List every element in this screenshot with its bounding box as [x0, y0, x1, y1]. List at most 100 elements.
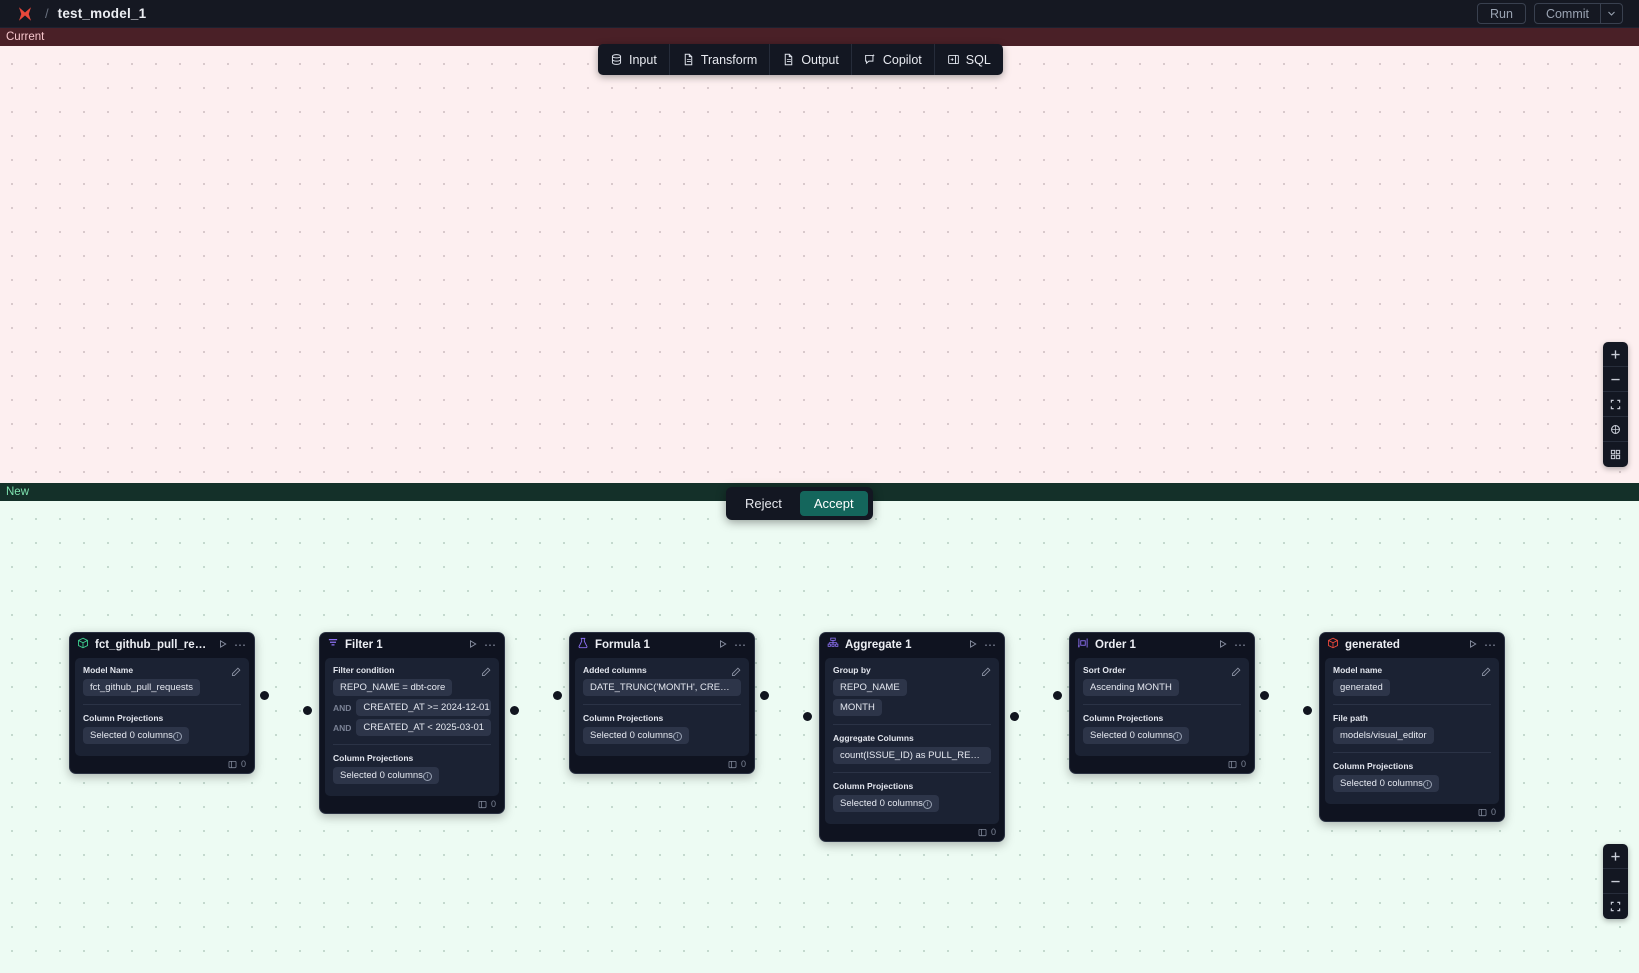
- node-body: Added columns DATE_TRUNC('MONTH', CREATE…: [575, 658, 749, 756]
- commit-button[interactable]: Commit: [1545, 6, 1589, 21]
- play-icon[interactable]: [218, 639, 228, 651]
- ellipsis-icon[interactable]: ⋯: [1234, 637, 1247, 652]
- node-section-file-path: File path models/visual_editor: [1333, 704, 1491, 744]
- zoom-out-icon[interactable]: [1603, 869, 1628, 894]
- graph-node-source[interactable]: fct_github_pull_requests ⋯ Model Name fc…: [69, 632, 255, 774]
- value-chip[interactable]: count(ISSUE_ID) as PULL_REQUEST_…: [833, 747, 991, 764]
- edit-pencil-icon[interactable]: [481, 664, 491, 682]
- edit-pencil-icon[interactable]: [1481, 664, 1491, 682]
- value-chip[interactable]: MONTH: [833, 699, 882, 716]
- database-icon: [610, 53, 623, 66]
- ellipsis-icon[interactable]: ⋯: [484, 637, 497, 652]
- ellipsis-icon[interactable]: ⋯: [984, 637, 997, 652]
- value-chip[interactable]: REPO_NAME: [833, 679, 907, 696]
- filter-condition-chip[interactable]: CREATED_AT >= 2024-12-01: [356, 699, 491, 716]
- center-target-icon[interactable]: [1603, 417, 1628, 442]
- play-icon[interactable]: [718, 639, 728, 651]
- filter-condition-chip[interactable]: REPO_NAME = dbt-core: [333, 679, 453, 696]
- graph-node-filter[interactable]: Filter 1 ⋯ Filter condition REPO_NAME = …: [319, 632, 505, 814]
- node-row-count: 0: [570, 759, 754, 773]
- toolbar-item-input[interactable]: Input: [598, 44, 670, 75]
- chevron-down-icon[interactable]: [1600, 4, 1622, 23]
- canvas-current[interactable]: [0, 28, 1639, 483]
- node-port[interactable]: [803, 712, 812, 721]
- node-port[interactable]: [553, 691, 562, 700]
- node-port[interactable]: [1010, 712, 1019, 721]
- node-body: Model name generated File path models/vi…: [1325, 658, 1499, 804]
- node-row-count: 0: [1070, 759, 1254, 773]
- info-icon[interactable]: i: [672, 732, 682, 741]
- filter-condition-chip[interactable]: CREATED_AT < 2025-03-01: [356, 719, 491, 736]
- node-port[interactable]: [1053, 691, 1062, 700]
- page-title: test_model_1: [57, 6, 147, 21]
- play-icon[interactable]: [1468, 639, 1478, 651]
- table-icon: [978, 828, 987, 836]
- node-port[interactable]: [303, 706, 312, 715]
- zoom-in-icon[interactable]: [1603, 844, 1628, 869]
- fit-view-icon[interactable]: [1603, 894, 1628, 919]
- zoom-out-icon[interactable]: [1603, 367, 1628, 392]
- ellipsis-icon[interactable]: ⋯: [1484, 637, 1497, 652]
- table-icon: [478, 800, 487, 808]
- row-count-value: 0: [1240, 759, 1246, 769]
- graph-node-generated[interactable]: generated ⋯ Model name generated File pa…: [1319, 632, 1505, 822]
- graph-node-aggregate[interactable]: Aggregate 1 ⋯ Group by REPO_NAME MONTH A…: [819, 632, 1005, 842]
- node-body: Group by REPO_NAME MONTH Aggregate Colum…: [825, 658, 999, 824]
- toolbar-item-copilot[interactable]: Copilot: [852, 44, 935, 75]
- node-port[interactable]: [1260, 691, 1269, 700]
- value-chip[interactable]: DATE_TRUNC('MONTH', CREATED_AT…: [583, 679, 741, 696]
- value-chip[interactable]: fct_github_pull_requests: [83, 679, 200, 696]
- info-icon[interactable]: i: [422, 772, 432, 781]
- toolbar-item-sql-label: SQL: [965, 52, 991, 67]
- info-icon[interactable]: i: [922, 800, 932, 809]
- value-chip[interactable]: Ascending MONTH: [1083, 679, 1179, 696]
- zoom-in-icon[interactable]: [1603, 342, 1628, 367]
- commit-split-button[interactable]: Commit: [1533, 3, 1623, 24]
- info-icon[interactable]: i: [1422, 780, 1432, 789]
- section-label: Aggregate Columns: [833, 733, 914, 743]
- run-button[interactable]: Run: [1477, 3, 1526, 24]
- node-title: Filter 1: [345, 638, 383, 651]
- edit-pencil-icon[interactable]: [731, 664, 741, 682]
- reject-button[interactable]: Reject: [731, 491, 796, 516]
- value-chip[interactable]: models/visual_editor: [1333, 727, 1434, 744]
- file-icon: [682, 53, 695, 66]
- node-title: generated: [1345, 638, 1400, 651]
- value-chip[interactable]: generated: [1333, 679, 1390, 696]
- toolbar-item-sql[interactable]: SQL: [935, 44, 1003, 75]
- node-port[interactable]: [510, 706, 519, 715]
- ellipsis-icon[interactable]: ⋯: [734, 637, 747, 652]
- play-icon[interactable]: [968, 639, 978, 651]
- node-port[interactable]: [260, 691, 269, 700]
- edit-pencil-icon[interactable]: [231, 664, 241, 682]
- accept-button[interactable]: Accept: [799, 491, 868, 516]
- graph-node-formula[interactable]: Formula 1 ⋯ Added columns DATE_TRUNC('MO…: [569, 632, 755, 774]
- node-port[interactable]: [760, 691, 769, 700]
- ellipsis-icon[interactable]: ⋯: [234, 637, 247, 652]
- node-port[interactable]: [1303, 706, 1312, 715]
- graph-node-order[interactable]: Order 1 ⋯ Sort Order Ascending MONTH Col…: [1069, 632, 1255, 774]
- fit-view-icon[interactable]: [1603, 392, 1628, 417]
- toolbar-item-transform[interactable]: Transform: [670, 44, 771, 75]
- filter-condition-row: AND CREATED_AT < 2025-03-01: [333, 719, 491, 736]
- grid-icon[interactable]: [1603, 442, 1628, 467]
- edit-pencil-icon[interactable]: [981, 664, 991, 682]
- info-icon[interactable]: i: [172, 732, 182, 741]
- play-icon[interactable]: [468, 639, 478, 651]
- toolbar-item-output[interactable]: Output: [770, 44, 852, 75]
- info-icon[interactable]: i: [1172, 732, 1182, 741]
- app-logo-icon[interactable]: [14, 3, 36, 25]
- edit-pencil-icon[interactable]: [1231, 664, 1241, 682]
- node-header: fct_github_pull_requests ⋯: [70, 633, 254, 656]
- green-cube-icon: [77, 636, 89, 654]
- play-icon[interactable]: [1218, 639, 1228, 651]
